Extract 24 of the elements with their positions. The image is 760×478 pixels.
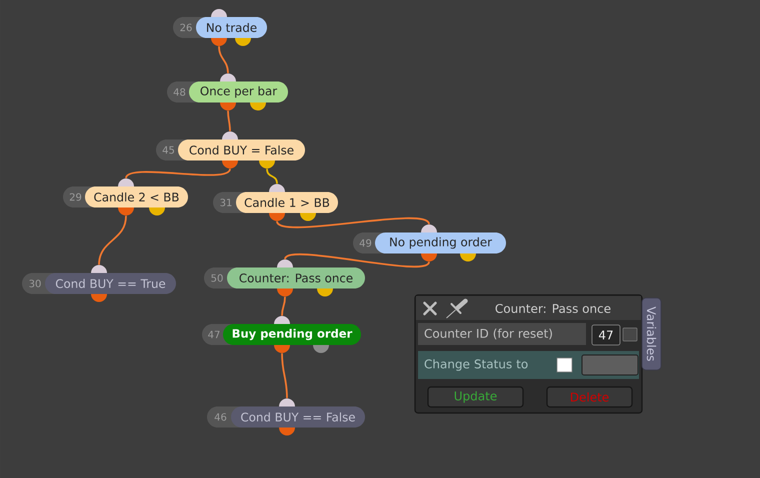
connector [284,254,430,268]
label-row: Counter ID (for reset) [418,323,586,345]
connector [98,216,127,265]
connector [281,296,286,316]
node-pill: Buy pending order [223,324,361,345]
connector [218,46,229,74]
connector [125,168,231,179]
node-pill: Once per bar [189,82,288,102]
node-pill: Candle 1 > BB [236,192,338,213]
connector [266,168,278,184]
node-pill: Candle 2 < BB [85,186,188,208]
button: Delete [546,386,633,408]
title-bar: Counter: Pass once [416,296,641,320]
node-pill: Counter: Pass once [227,268,365,288]
node-pill: Cond BUY == False [231,406,365,428]
connector [276,217,430,228]
side-tab: Variables [642,298,662,370]
node-pill: Cond BUY == True [45,273,176,294]
node-pill: Cond BUY = False [178,140,305,160]
connector [281,353,288,398]
node-pill: No pending order [375,232,506,254]
button: Update [427,386,524,408]
connector [227,110,231,132]
value-box: 47 [592,324,620,346]
